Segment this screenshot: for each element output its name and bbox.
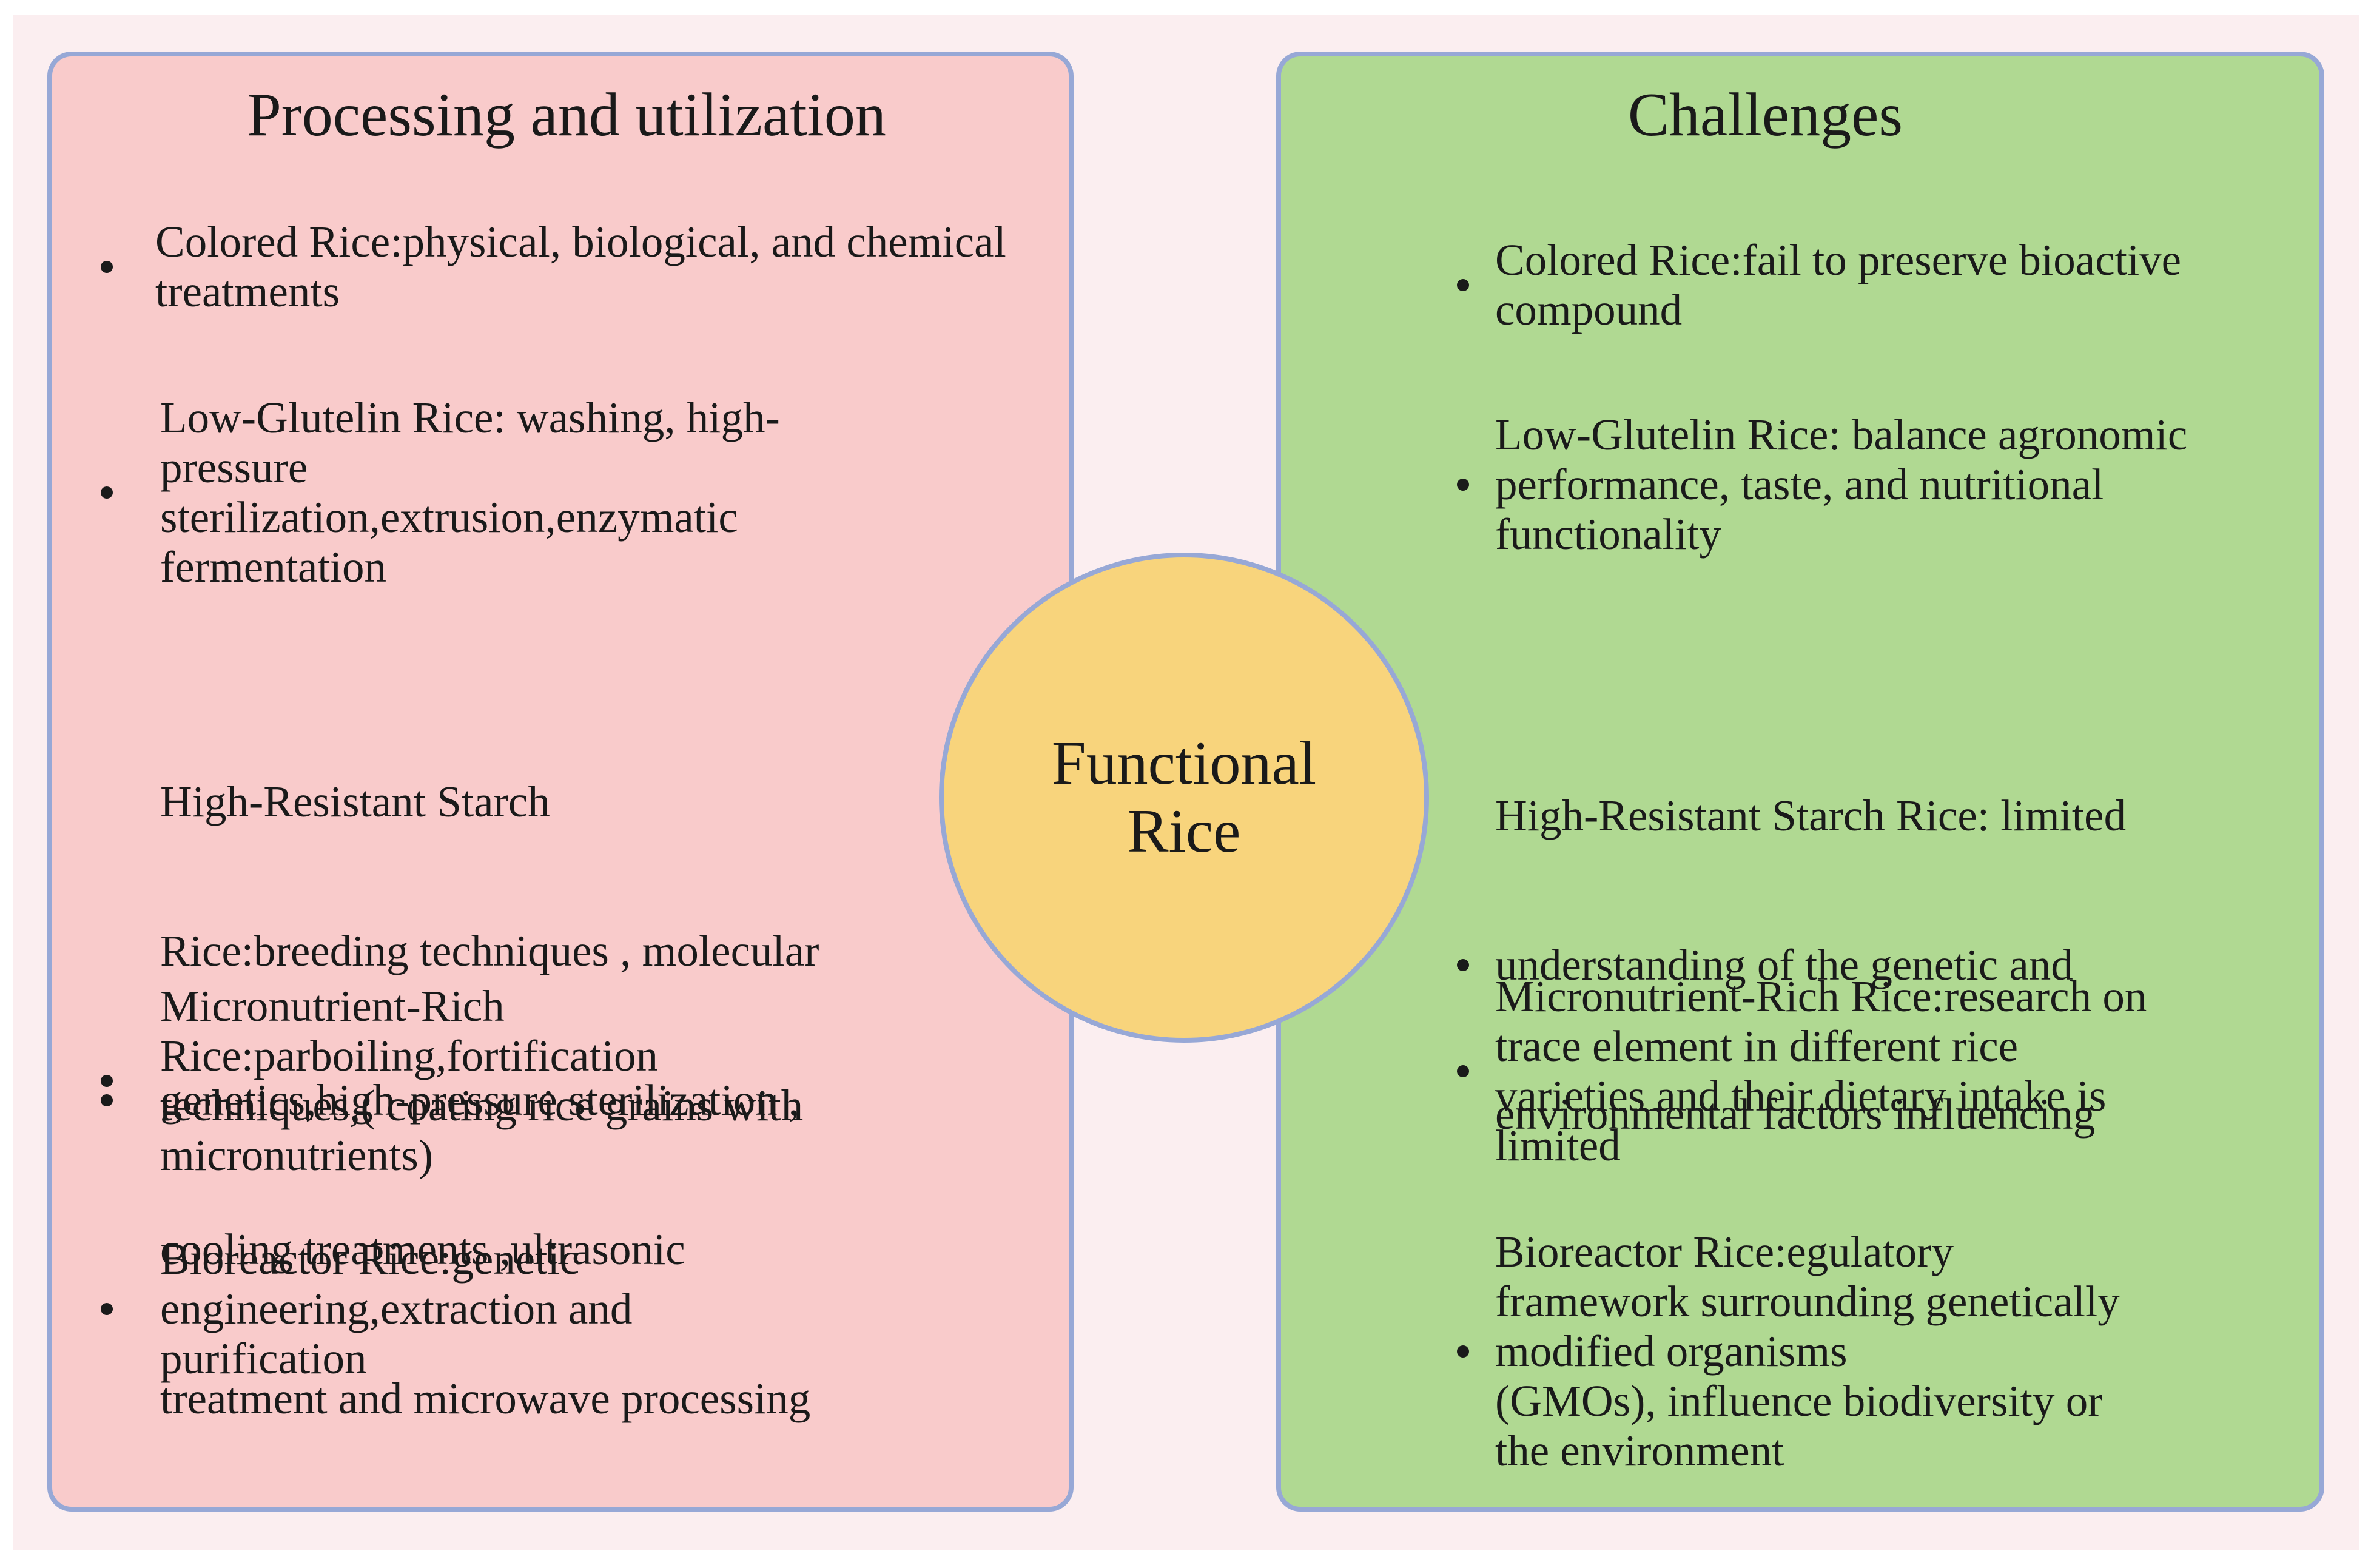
bullet-icon — [101, 486, 113, 499]
processing-panel: Processing and utilization Colored Rice:… — [47, 52, 1074, 1512]
bullet-icon — [101, 1094, 113, 1106]
processing-item-text: Low-Glutelin Rice: washing, high- pressu… — [160, 393, 780, 591]
bullet-icon — [101, 1303, 113, 1315]
challenges-item-high-resistant-starch-rice: High-Resistant Starch Rice: limited unde… — [1457, 691, 2126, 1239]
challenges-item-text: Low-Glutelin Rice: balance agronomic per… — [1495, 410, 2188, 559]
challenges-panel-title: Challenges — [1627, 81, 1903, 149]
processing-item-text: Micronutrient-Rich Rice:parboiling,forti… — [160, 981, 804, 1180]
challenges-item-text: Bioreactor Rice:egulatory framework surr… — [1495, 1227, 2120, 1475]
bullet-icon — [1457, 1345, 1469, 1358]
processing-item-bioreactor-rice: Bioreactor Rice:genetic engineering,extr… — [101, 1234, 632, 1384]
challenges-item-low-glutelin-rice: Low-Glutelin Rice: balance agronomic per… — [1457, 410, 2187, 559]
bullet-icon — [1457, 1065, 1469, 1077]
challenges-item-text: High-Resistant Starch Rice: limited unde… — [1495, 791, 2127, 1139]
challenges-item-colored-rice: Colored Rice:fail to preserve bioactive … — [1457, 235, 2181, 335]
challenges-item-text: Colored Rice:fail to preserve bioactive … — [1495, 235, 2182, 334]
challenges-item-bioreactor-rice: Bioreactor Rice:egulatory framework surr… — [1457, 1227, 2120, 1476]
processing-item-text: Colored Rice:physical, biological, and c… — [155, 217, 1006, 316]
processing-item-high-resistant-starch-rice: High-Resistant Starch Rice:breeding tech… — [101, 678, 819, 1523]
processing-panel-title: Processing and utilization — [247, 81, 886, 149]
challenges-item-micronutrient-rich-rice: Micronutrient-Rich Rice:research on trac… — [1457, 972, 2147, 1171]
processing-item-text: High-Resistant Starch Rice:breeding tech… — [160, 777, 819, 1423]
challenges-item-text: Micronutrient-Rich Rice:research on trac… — [1495, 972, 2147, 1170]
challenges-panel: Challenges Colored Rice:fail to preserve… — [1276, 52, 2324, 1512]
bullet-icon — [1457, 479, 1469, 491]
bullet-icon — [1457, 279, 1469, 291]
processing-item-colored-rice: Colored Rice:physical, biological, and c… — [101, 217, 1006, 317]
processing-item-micronutrient-rich-rice: Micronutrient-Rich Rice:parboiling,forti… — [101, 981, 803, 1180]
bullet-icon — [101, 1075, 113, 1087]
bullet-icon — [101, 261, 113, 273]
functional-rice-circle: Functional Rice — [939, 553, 1429, 1043]
functional-rice-label: Functional Rice — [1051, 729, 1317, 866]
processing-item-low-glutelin-rice: Low-Glutelin Rice: washing, high- pressu… — [101, 393, 780, 592]
processing-item-text: Bioreactor Rice:genetic engineering,extr… — [160, 1234, 633, 1383]
bullet-icon — [1457, 959, 1469, 971]
